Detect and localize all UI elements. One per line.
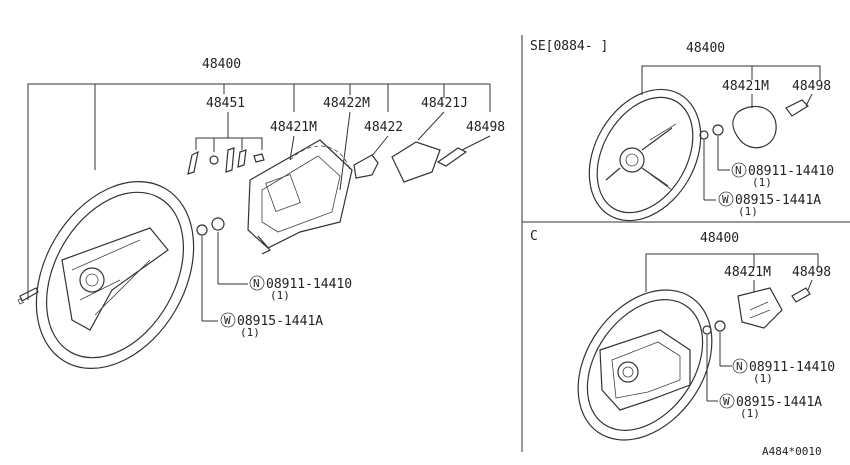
se-label-48498: 48498: [792, 79, 831, 94]
pad-48421j: [391, 141, 441, 183]
horn-pad-48421m: [247, 139, 353, 255]
nut-symbol: N: [253, 277, 260, 290]
c-nut-part-number: 08911-14410: [749, 360, 835, 375]
label-48421j: 48421J: [421, 96, 468, 111]
se-heading: SE[0884- ]: [530, 39, 608, 54]
se-nut-part-number: 08911-14410: [748, 164, 834, 179]
c-heading: C: [530, 229, 538, 244]
c-variant-panel: C 48400 48421M 48498 N 08911-14410 (1): [530, 229, 835, 441]
washer-part-number: 08915-1441A: [237, 314, 323, 329]
c-horn-pad: [737, 287, 783, 329]
label-48421m: 48421M: [270, 120, 317, 135]
label-48422: 48422: [364, 120, 403, 135]
washer-part: [196, 224, 208, 236]
clip-parts-48451: [187, 147, 265, 175]
se-washer-part-number: 08915-1441A: [735, 193, 821, 208]
c-washer-symbol: W: [723, 395, 730, 408]
label-48422m: 48422M: [323, 96, 370, 111]
nut-quantity: (1): [270, 289, 290, 302]
diagram-code: A484*0010: [762, 445, 822, 458]
se-title-part-number: 48400: [686, 41, 725, 56]
c-washer-quantity: (1): [740, 407, 760, 420]
c-label-48421m: 48421M: [724, 265, 771, 280]
se-washer-part: [699, 130, 709, 140]
se-nut-part: [712, 124, 724, 136]
se-emblem: [785, 99, 809, 117]
spacer-48422: [353, 154, 379, 179]
c-nut-symbol: N: [736, 360, 743, 373]
se-label-48421m: 48421M: [722, 79, 769, 94]
c-washer-callout: W 08915-1441A (1): [719, 393, 822, 420]
se-variant-panel: SE[0884- ] 48400 48421M 48498 N 08911-14…: [530, 39, 834, 222]
c-label-48498: 48498: [792, 265, 831, 280]
c-emblem: [791, 287, 811, 303]
c-washer-part: [702, 325, 712, 335]
washer-symbol: W: [224, 314, 231, 327]
main-assembly: 48400 48451 48421M 48422M 48422 48421J 4…: [17, 57, 505, 370]
se-nut-quantity: (1): [752, 176, 772, 189]
c-nut-part: [714, 320, 726, 332]
se-washer-quantity: (1): [738, 205, 758, 218]
se-steering-wheel: [588, 88, 702, 222]
c-washer-part-number: 08915-1441A: [736, 395, 822, 410]
main-title-part-number: 48400: [202, 57, 241, 72]
washer-quantity: (1): [240, 326, 260, 339]
nut-part: [211, 217, 225, 231]
bolt-icon: [17, 287, 39, 305]
se-washer-symbol: W: [722, 193, 729, 206]
se-nut-callout: N 08911-14410 (1): [731, 162, 834, 189]
se-washer-callout: W 08915-1441A (1): [718, 191, 821, 218]
c-nut-callout: N 08911-14410 (1): [732, 358, 835, 385]
c-steering-wheel: [577, 289, 713, 441]
se-nut-symbol: N: [735, 164, 742, 177]
label-48498: 48498: [466, 120, 505, 135]
c-title-part-number: 48400: [700, 231, 739, 246]
washer-callout: W 08915-1441A (1): [220, 312, 323, 339]
label-48451: 48451: [206, 96, 245, 111]
c-nut-quantity: (1): [753, 372, 773, 385]
nut-callout: N 08911-14410 (1): [249, 275, 352, 302]
nut-part-number: 08911-14410: [266, 277, 352, 292]
se-horn-pad: [732, 105, 777, 149]
steering-wheel: [35, 180, 195, 370]
emblem-48498: [436, 147, 468, 167]
